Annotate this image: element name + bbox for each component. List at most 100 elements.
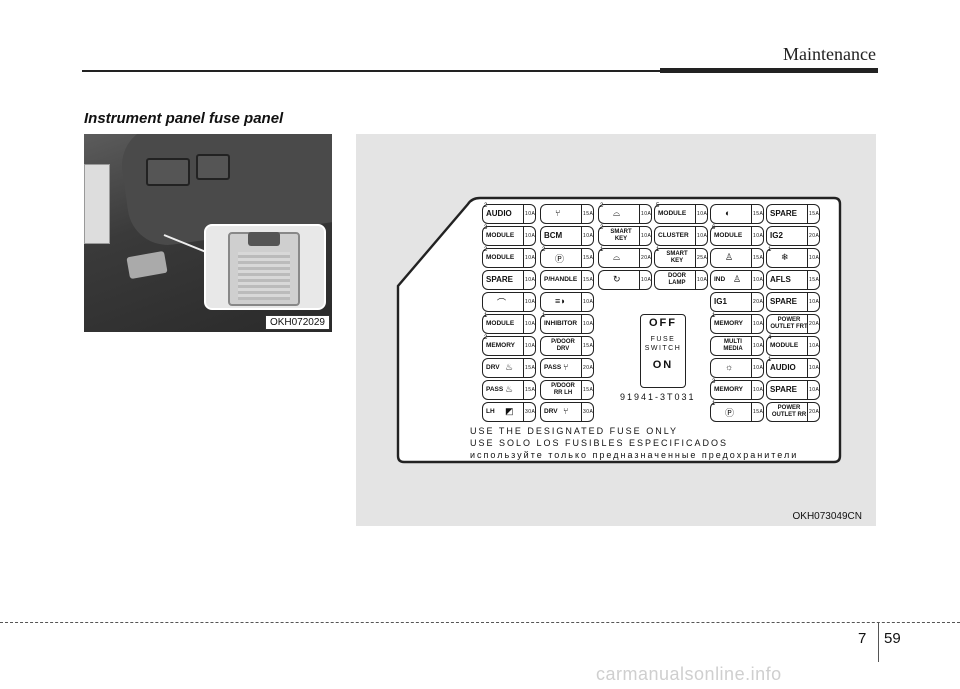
fuse-index: 3 [712,379,716,385]
fuse-divider [523,337,524,355]
fuse-divider [581,227,582,245]
fuse-divider [695,205,696,223]
fuse-amperage: 20A [809,409,820,415]
fuse-index: 2 [600,203,604,209]
fuse-divider [807,359,808,377]
fuse-amperage: 15A [583,343,594,349]
fuse-index: 2 [542,247,546,253]
fuse-index: 1 [712,401,716,407]
fuse-index: 4 [768,335,772,341]
fuse-amperage: 25A [697,255,708,261]
fuse-divider [523,403,524,421]
fuse-amperage: 15A [525,387,536,393]
fuse-amperage: 10A [809,299,820,305]
fuse-amperage: 10A [525,299,536,305]
seat-icon: ⑂ [563,406,569,416]
fuse-index: 1 [712,313,716,319]
fuse-amperage: 10A [583,321,594,327]
fuse-label: DRV [544,408,558,415]
fuse-amperage: 10A [753,387,764,393]
heated-mirror-icon: ◐ [725,208,731,218]
fuse-divider [751,337,752,355]
fuse-cover-inset [204,224,326,310]
header-rule [82,70,878,72]
fuse-amperage: 15A [525,365,536,371]
fuse-slot: 1⌓20A [598,247,652,268]
fuse-label: MEMORY [714,386,744,393]
fuse-label: BCM [544,231,563,240]
fuse-divider [639,205,640,223]
fuse-divider [695,271,696,289]
fuse-slot: PASS♨15A [482,380,536,400]
fuse-amperage: 15A [753,211,764,217]
fuse-amperage: 10A [753,365,764,371]
fuse-index: 2 [484,247,488,253]
rotate-icon: ↻ [613,274,621,284]
fuse-label: SPARE [486,275,513,284]
watermark: carmanualsonline.info [596,664,782,684]
warning-english: USE THE DESIGNATED FUSE ONLY [470,426,679,436]
fuse-label: INHIBITOR [544,320,578,327]
seat-heater-icon: ♨ [505,362,514,372]
fuse-divider [751,293,752,311]
ac-icon: ❄ [781,252,789,262]
fuse-index: 2 [600,225,604,231]
fuse-divider [581,337,582,355]
fuse-slot: ⌒ 10A [482,292,536,312]
fuse-label: P/DOOR DRV [551,339,575,352]
fuse-label: POWER OUTLET RR [771,405,807,418]
fuse-index: 1 [600,247,604,253]
switch-off-label: OFF [649,317,677,329]
fuse-slot: ♙ 15A [710,248,764,268]
fuse-amperage: 20A [583,365,594,371]
fuse-divider [695,249,696,267]
fuse-divider [751,315,752,333]
switch-block [146,158,190,186]
car-icon: ⌓ [613,252,621,262]
label-sticker [84,164,110,244]
wiper-icon: ⌒ [497,298,507,308]
fuse-divider [751,359,752,377]
fuse-amperage: 10A [809,255,820,261]
diagram-code: OKH073049CN [792,511,862,522]
fuse-index: 1 [768,247,772,253]
fuse-amperage: 10A [583,233,594,239]
section-title: Instrument panel fuse panel [84,110,284,127]
warning-spanish: USE SOLO LOS FUSIBLES ESPECIFICADOS [470,438,729,448]
fuse-divider [581,315,582,333]
fuse-index: 1 [768,357,772,363]
fuse-divider [581,271,582,289]
fuse-divider [523,249,524,267]
fuse-label: SMART KEY [666,251,688,264]
page-number-separator [878,622,879,662]
fuse-amperage: 15A [753,255,764,261]
page-number: 59 [884,630,901,647]
fuse-divider [807,315,808,333]
fuse-divider [807,227,808,245]
fuse-amperage: 10A [641,233,652,239]
airbag-icon: ♙ [725,252,734,262]
fuse-label: MODULE [486,232,515,239]
fuse-divider [751,403,752,421]
fuse-slot: LH◩30A [482,402,536,422]
fuse-index: 3 [484,225,488,231]
fuse-index: 2 [484,335,488,341]
airbag-icon: ♙ [733,274,742,284]
fuse-amperage: 10A [525,255,536,261]
car-icon: ⌓ [613,208,621,218]
